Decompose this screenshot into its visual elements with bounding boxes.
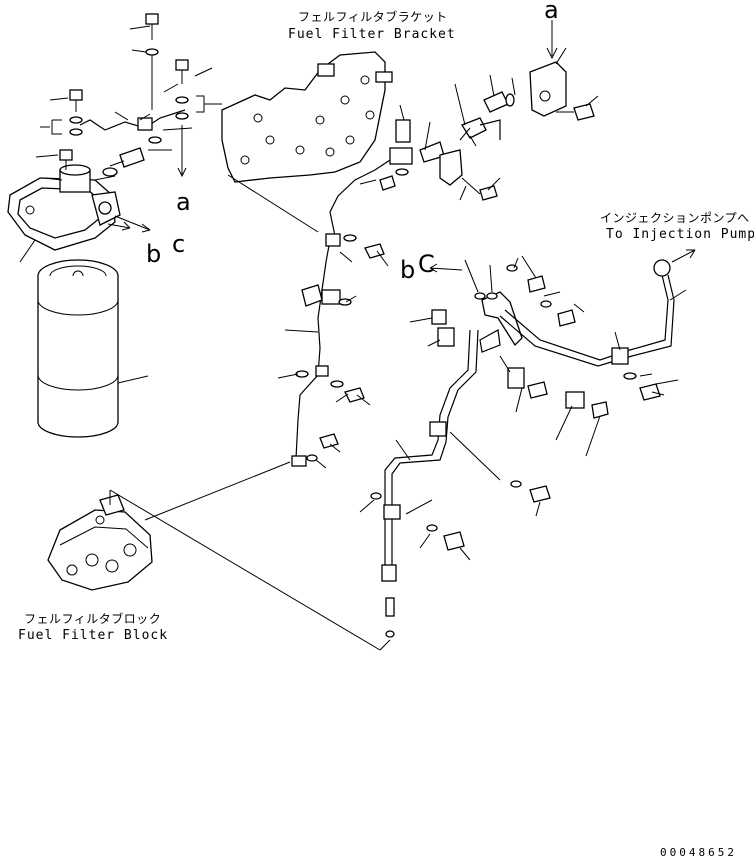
block-label-en: Fuel Filter Block xyxy=(18,628,168,643)
upper-pipe-assembly xyxy=(277,159,409,469)
ref-letter-a-top: a xyxy=(544,0,559,24)
ref-letter-a-left: a xyxy=(176,188,191,216)
fuel-filter-canister xyxy=(37,259,119,438)
ref-letter-c-left: c xyxy=(172,230,185,258)
fuel-filter-head xyxy=(7,164,121,251)
ref-letter-b-right: b xyxy=(400,256,415,284)
drawing-code: 00048652 xyxy=(660,846,737,859)
fuel-filter-block xyxy=(47,461,391,651)
top-right-fittings xyxy=(389,20,599,201)
bracket-label-en: Fuel Filter Bracket xyxy=(288,27,456,42)
pump-label-en: To Injection Pump xyxy=(606,227,754,242)
filter-head-fasteners xyxy=(19,13,222,384)
ref-letter-b-left: b xyxy=(146,240,161,268)
fuel-filter-bracket xyxy=(221,51,393,233)
ref-letter-c-right: C xyxy=(418,250,435,278)
block-label-jp: フェルフィルタブロック xyxy=(24,611,161,626)
bracket-label-jp: フェルフィルタブラケット xyxy=(298,9,448,24)
lower-pipe-assembly xyxy=(359,249,696,638)
pump-label-jp: インジェクションポンプへ xyxy=(600,211,750,225)
